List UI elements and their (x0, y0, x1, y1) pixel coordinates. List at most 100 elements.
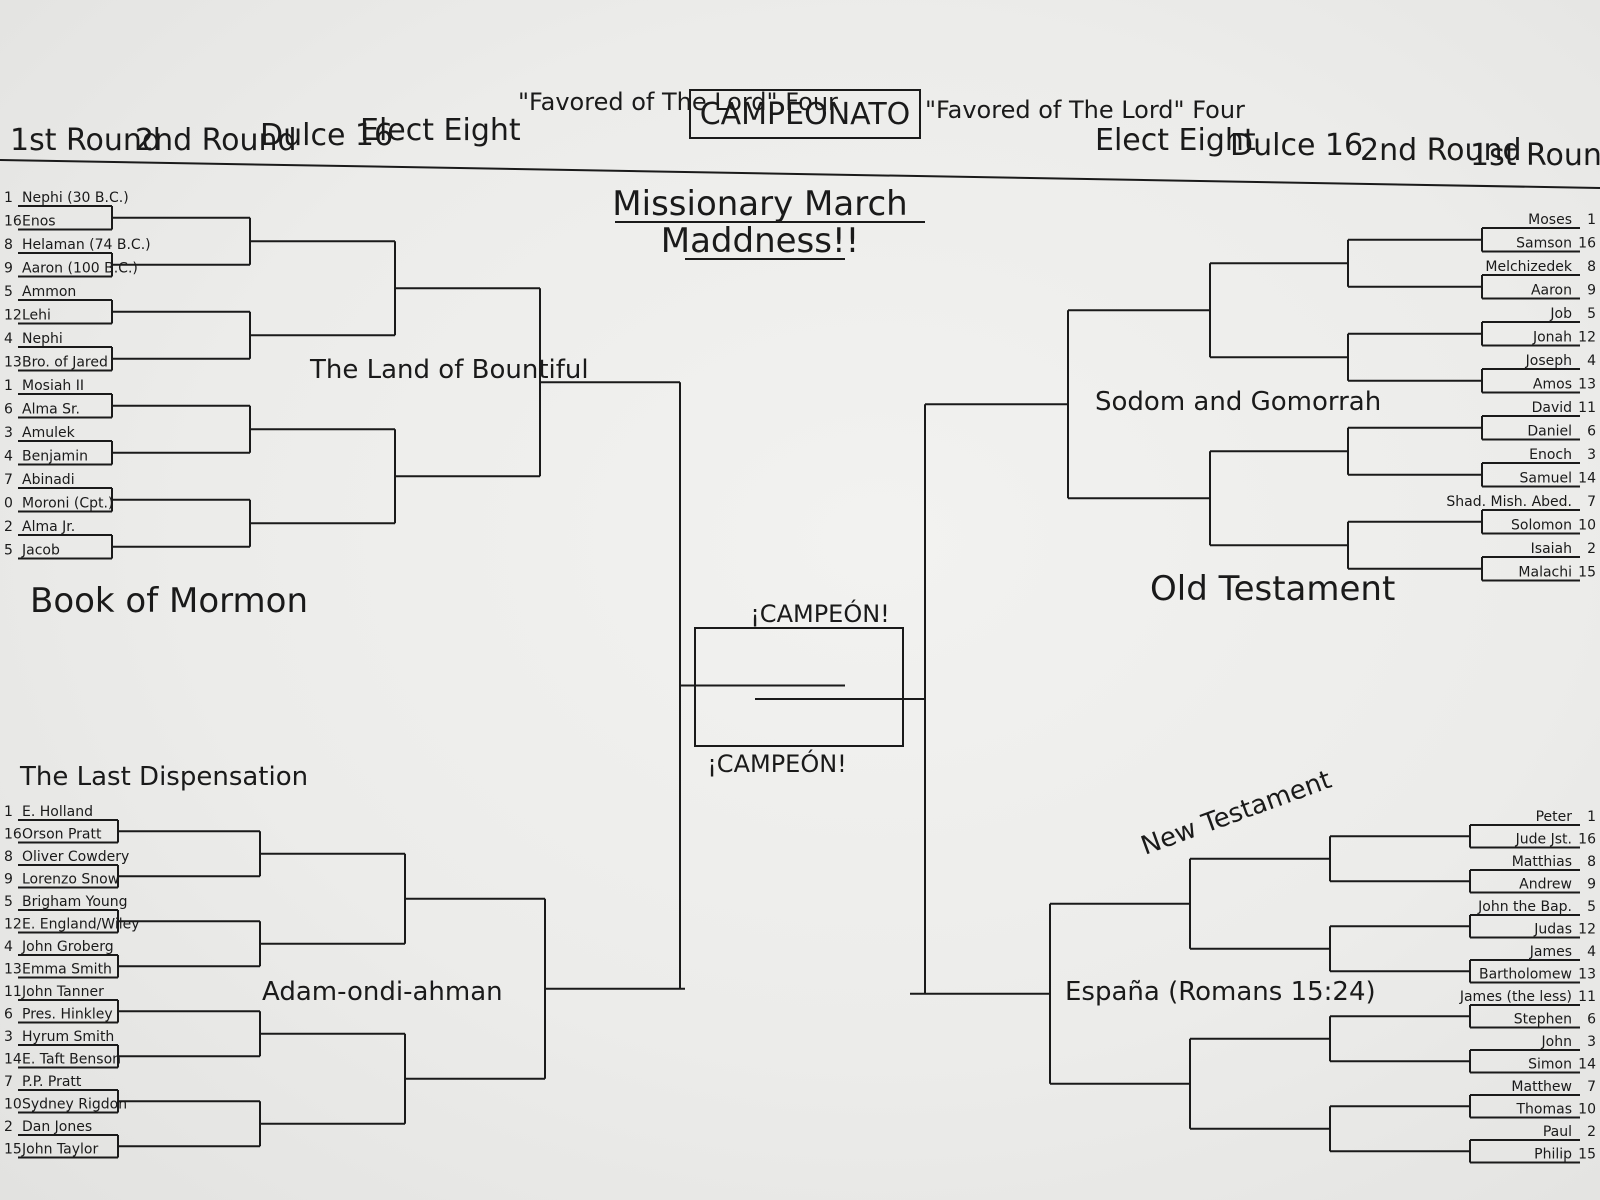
seed-new_testament: 3 (1587, 1034, 1596, 1050)
header-right-elect-eight: Elect Eight (1095, 123, 1256, 158)
header-left-dulce-16: Dulce 16 (260, 118, 393, 153)
seed-last_dispensation: 15 (4, 1142, 22, 1158)
team-name-new_testament: Jude Jst. (1515, 832, 1572, 848)
region-name-last-dispensation: The Last Dispensation (19, 762, 308, 792)
seed-book_of_mormon: 3 (4, 425, 13, 441)
header-right-1st-round: 1st Round (1470, 138, 1600, 173)
header-left-elect-eight: Elect Eight (360, 113, 521, 148)
seed-old_testament: 11 (1578, 400, 1596, 416)
team-name-last_dispensation: Hyrum Smith (22, 1029, 114, 1045)
team-name-last_dispensation: E. Taft Benson (22, 1052, 121, 1068)
team-name-old_testament: Melchizedek (1485, 259, 1573, 275)
team-name-book_of_mormon: Nephi (30 B.C.) (22, 190, 129, 206)
seed-book_of_mormon: 1 (4, 378, 13, 394)
team-name-old_testament: Shad. Mish. Abed. (1446, 494, 1572, 510)
seed-last_dispensation: 6 (4, 1007, 13, 1023)
team-name-old_testament: Amos (1533, 377, 1572, 393)
seed-old_testament: 10 (1578, 518, 1596, 534)
seed-new_testament: 14 (1578, 1057, 1596, 1073)
header-right-final-four: "Favored of The Lord" Four (925, 96, 1245, 124)
header-left-2nd-round: 2nd Round (135, 123, 297, 158)
team-name-last_dispensation: Brigham Young (22, 894, 128, 910)
team-name-new_testament: Stephen (1514, 1012, 1572, 1028)
team-name-book_of_mormon: Alma Jr. (22, 519, 75, 535)
seed-last_dispensation: 8 (4, 849, 13, 865)
team-name-last_dispensation: John Groberg (21, 939, 114, 955)
seed-last_dispensation: 4 (4, 939, 13, 955)
region-name-book-of-mormon: Book of Mormon (30, 581, 308, 621)
seed-book_of_mormon: 16 (4, 214, 22, 230)
team-name-new_testament: Bartholomew (1479, 967, 1572, 983)
seed-new_testament: 2 (1587, 1124, 1596, 1140)
region-sub-espana: España (Romans 15:24) (1065, 977, 1376, 1007)
seed-new_testament: 1 (1587, 809, 1596, 825)
seed-old_testament: 1 (1587, 212, 1596, 228)
campeonato-box (689, 89, 921, 139)
seed-old_testament: 13 (1578, 377, 1596, 393)
seed-book_of_mormon: 4 (4, 331, 13, 347)
team-name-book_of_mormon: Mosiah II (22, 378, 84, 394)
team-name-book_of_mormon: Amulek (22, 425, 76, 441)
seed-old_testament: 2 (1587, 541, 1596, 557)
team-name-last_dispensation: Oliver Cowdery (22, 849, 129, 865)
seed-book_of_mormon: 1 (4, 190, 13, 206)
team-name-new_testament: James (the less) (1459, 989, 1572, 1005)
seed-old_testament: 3 (1587, 447, 1596, 463)
team-name-last_dispensation: John Tanner (21, 984, 104, 1000)
seed-new_testament: 4 (1587, 944, 1596, 960)
team-name-new_testament: Matthew (1511, 1079, 1572, 1095)
seed-old_testament: 15 (1578, 565, 1596, 581)
team-name-book_of_mormon: Lehi (22, 308, 51, 324)
seed-last_dispensation: 11 (4, 984, 22, 1000)
team-name-last_dispensation: Emma Smith (22, 962, 112, 978)
seed-new_testament: 10 (1578, 1102, 1596, 1118)
seed-last_dispensation: 1 (4, 804, 13, 820)
seed-book_of_mormon: 7 (4, 472, 13, 488)
team-name-last_dispensation: Pres. Hinkley (22, 1007, 113, 1023)
seed-last_dispensation: 5 (4, 894, 13, 910)
team-name-book_of_mormon: Enos (22, 214, 56, 230)
team-name-old_testament: Aaron (1531, 283, 1572, 299)
header-left-final-four: "Favored of The Lord" Four (518, 88, 838, 116)
team-name-new_testament: Paul (1543, 1124, 1572, 1140)
seed-last_dispensation: 7 (4, 1074, 13, 1090)
team-name-old_testament: Daniel (1527, 424, 1572, 440)
seed-new_testament: 5 (1587, 899, 1596, 915)
team-name-old_testament: Samuel (1520, 471, 1572, 487)
region-sub-adam-ondi-ahman: Adam-ondi-ahman (262, 977, 503, 1007)
seed-last_dispensation: 9 (4, 872, 13, 888)
header-left-1st-round: 1st Round (10, 123, 161, 158)
header-right-dulce-16: Dulce 16 (1230, 128, 1363, 163)
team-name-last_dispensation: E. Holland (22, 804, 93, 820)
team-name-last_dispensation: Lorenzo Snow (22, 872, 119, 888)
seed-last_dispensation: 16 (4, 827, 22, 843)
team-name-old_testament: Isaiah (1531, 541, 1572, 557)
seed-new_testament: 6 (1587, 1012, 1596, 1028)
header-divider (0, 159, 1600, 189)
team-name-new_testament: John the Bap. (1477, 899, 1572, 915)
seed-book_of_mormon: 5 (4, 284, 13, 300)
team-name-new_testament: James (1529, 944, 1572, 960)
team-name-book_of_mormon: Abinadi (22, 472, 75, 488)
seed-old_testament: 4 (1587, 353, 1596, 369)
team-name-old_testament: Solomon (1511, 518, 1572, 534)
team-name-last_dispensation: P.P. Pratt (22, 1074, 82, 1090)
poster-title-line1: Missionary March (612, 184, 907, 224)
team-name-book_of_mormon: Aaron (100 B.C.) (22, 261, 138, 277)
region-sub-land-of-bountiful: The Land of Bountiful (309, 355, 589, 385)
seed-last_dispensation: 12 (4, 917, 22, 933)
seed-new_testament: 12 (1578, 922, 1596, 938)
region-name-new-testament: New Testament (1137, 765, 1335, 862)
team-name-new_testament: Thomas (1515, 1102, 1572, 1118)
seed-book_of_mormon: 4 (4, 449, 13, 465)
seed-last_dispensation: 3 (4, 1029, 13, 1045)
seed-last_dispensation: 14 (4, 1052, 22, 1068)
campeonato-label: CAMPEONATO (700, 97, 911, 132)
team-name-new_testament: Matthias (1512, 854, 1572, 870)
seed-last_dispensation: 13 (4, 962, 22, 978)
seed-book_of_mormon: 2 (4, 519, 13, 535)
seed-book_of_mormon: 9 (4, 261, 13, 277)
team-name-book_of_mormon: Alma Sr. (22, 402, 80, 418)
